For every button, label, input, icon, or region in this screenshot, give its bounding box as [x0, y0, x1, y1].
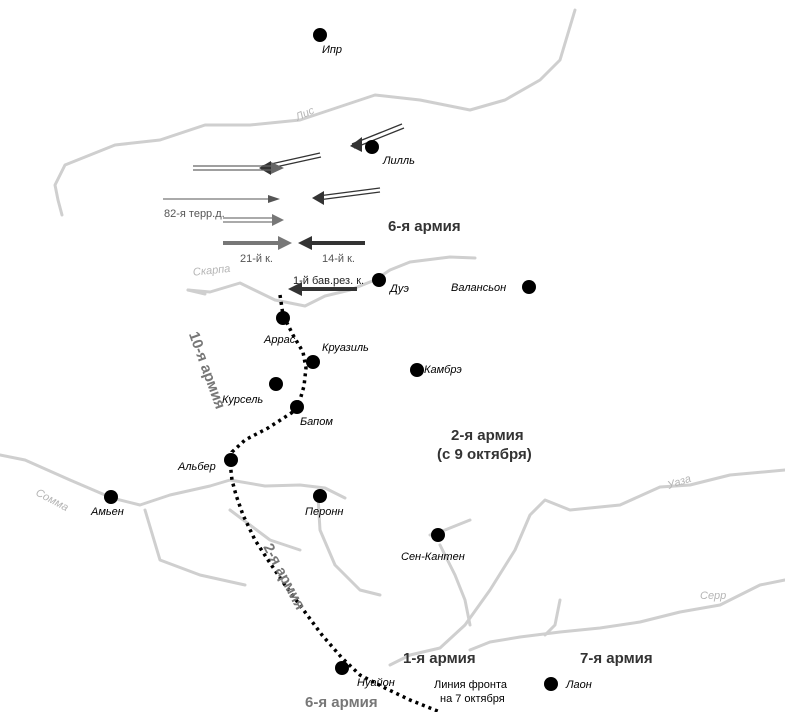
svg-text:Аррас: Аррас [263, 334, 296, 346]
arrow-1-bav [288, 282, 357, 296]
army-1: 1-я армия [403, 650, 476, 667]
front-line [228, 294, 441, 712]
svg-text:Лаон: Лаон [565, 679, 592, 691]
svg-text:Альбер: Альбер [177, 461, 216, 473]
attack-arrows [163, 123, 405, 296]
front-label-line2: на 7 октября [440, 693, 505, 705]
double-arrow-mid-east [259, 152, 322, 175]
river-serre [468, 578, 785, 652]
army-7: 7-я армия [580, 650, 653, 667]
river-scarpe-west [186, 288, 207, 296]
army-2-line1: 2-я армия [451, 427, 524, 444]
city-saint-quentin: Сен-Кантен [401, 528, 465, 563]
river-scarpe [186, 255, 477, 308]
city-arras: Аррас [263, 311, 296, 346]
unit-21-corps: 21-й к. [240, 253, 273, 265]
river-label-serre: Серр [700, 590, 726, 602]
river-oise [388, 468, 785, 667]
city-croisilles: Круазиль [306, 342, 369, 369]
arrow-82-terr [163, 195, 280, 203]
city-bapaume: Бапом [290, 400, 333, 428]
city-albert: Альбер [177, 453, 238, 473]
army-2-west: 2-я армия [259, 541, 308, 613]
river-south-branch [228, 508, 302, 552]
front-label-line1: Линия фронта [434, 679, 508, 691]
svg-text:Курсель: Курсель [222, 394, 263, 406]
river-peronne [316, 494, 382, 597]
river-label-somme: Сомма [34, 487, 71, 514]
unit-labels: 82-я терр.д. 21-й к. 14-й к. 1-й бав.рез… [164, 208, 364, 287]
city-valenciennes: Валансьон [451, 280, 536, 294]
svg-text:Нуайон: Нуайон [357, 677, 395, 689]
double-arrow-west [193, 162, 284, 174]
svg-text:Сен-Кантен: Сен-Кантен [401, 551, 465, 563]
unit-1-bav: 1-й бав.рез. к. [293, 275, 364, 287]
svg-text:Ипр: Ипр [322, 44, 342, 56]
double-arrow-east-low [312, 187, 381, 205]
river-quentin-south [438, 543, 472, 627]
river-label-oise: Уаза [665, 473, 692, 492]
army-10: 10-я армия [185, 329, 229, 411]
double-arrow-terr [223, 214, 284, 226]
city-amiens: Амьен [90, 490, 124, 518]
svg-text:Лилль: Лилль [382, 155, 415, 167]
city-cambrai: Камбрэ [410, 363, 462, 377]
svg-text:Бапом: Бапом [300, 416, 333, 428]
river-lys [53, 8, 577, 217]
army-6-south: 6-я армия [305, 694, 378, 711]
city-lille: Лилль [365, 140, 415, 167]
svg-text:Перонн: Перонн [305, 506, 343, 518]
double-arrow-lille [350, 123, 405, 152]
city-noyon: Нуайон [335, 661, 395, 689]
unit-14-corps: 14-й к. [322, 253, 355, 265]
arrow-14-corps [298, 236, 365, 250]
svg-text:Валансьон: Валансьон [451, 282, 506, 294]
svg-text:Камбрэ: Камбрэ [424, 364, 462, 376]
front-label: Линия фронта на 7 октября [434, 679, 508, 705]
city-peronne: Перонн [305, 489, 343, 518]
river-labels: Лис Скарпа Сомма Уаза Серр [34, 104, 727, 602]
svg-text:Амьен: Амьен [90, 506, 124, 518]
cities: Ипр Лилль Дуэ Валансьон Аррас Круазиль К… [90, 28, 592, 691]
svg-text:Круазиль: Круазиль [322, 342, 369, 354]
city-courcelles: Курсель [222, 377, 283, 406]
river-somme [0, 453, 347, 507]
river-south [543, 598, 562, 637]
arrow-21-corps [223, 236, 292, 250]
city-ypres: Ипр [313, 28, 342, 56]
army-2-line2: (с 9 октября) [437, 446, 532, 463]
river-label-scarpe: Скарпа [192, 263, 231, 279]
city-douai: Дуэ [372, 273, 409, 295]
svg-text:Дуэ: Дуэ [388, 283, 409, 295]
army-6-north: 6-я армия [388, 218, 461, 235]
river-somme-south [143, 508, 247, 587]
unit-82-terr: 82-я терр.д. [164, 208, 225, 220]
rivers [0, 8, 785, 667]
city-laon: Лаон [544, 677, 592, 691]
